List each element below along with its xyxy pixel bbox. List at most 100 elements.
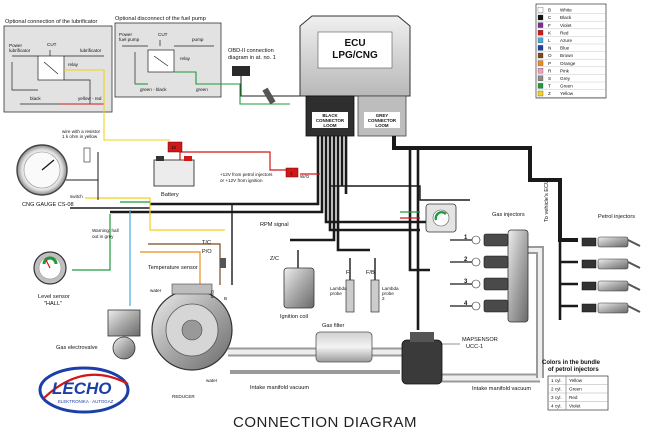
ecu-subtitle: LPG/CNG (332, 50, 378, 61)
color-code-letter: F (548, 23, 551, 28)
ignition-coil-name: Ignition coil (280, 314, 308, 320)
petrol-injector-plug (581, 281, 597, 291)
level-sensor: Level sensor "HALL" Warning: hall out in… (33, 228, 119, 307)
gas-injector (483, 277, 509, 291)
gas-pipe-main (228, 347, 540, 383)
color-code-name: Azure (560, 38, 572, 43)
main-harness (70, 136, 578, 330)
logo-sub: ELEKTRONIKA · AUTOGAZ (58, 399, 114, 404)
petrol-injector (597, 258, 629, 270)
gas-electrovalve-body (107, 309, 141, 337)
lubrificator-relay: relay (68, 62, 79, 67)
lambda-f: F (346, 270, 350, 276)
lecho-logo: LECHO ELEKTRONIKA · AUTOGAZ (38, 366, 130, 414)
color-swatch (537, 75, 544, 81)
vacuum-label-2: Intake manifold vacuum (472, 386, 531, 392)
color-code-letter: Z (548, 91, 551, 96)
bundle-table: Colors in the bundle of petrol injectors… (542, 360, 609, 411)
lambda-probe2-1: Lambda (382, 286, 399, 291)
color-code-letter: S (548, 76, 551, 81)
lambda-fb: F/B (366, 270, 375, 276)
cng-gauge-note-1: wire with a resistor (62, 129, 101, 134)
color-code-letter: C (548, 15, 552, 20)
lubrificator-relay-icon (43, 61, 59, 75)
bundle-cyl: 4 cyl. (551, 404, 562, 409)
bundle-cyl: 2 cyl. (551, 387, 562, 392)
reducer-water-1: water (150, 288, 162, 293)
petrol-side: To vehicle's ECU Petrol injectors (544, 180, 641, 314)
wo-label: W/O (300, 174, 310, 179)
fuel-pump-label: pump (192, 37, 204, 42)
ignition-fuse-label: 1 (290, 171, 293, 176)
cng-gauge-note-2: 1 k ohm in yellow (62, 134, 98, 139)
diagram-title: CONNECTION DIAGRAM (233, 414, 417, 431)
color-code-letter: O (548, 53, 552, 58)
battery-fuse (167, 141, 183, 153)
lambda-probe-2 (370, 279, 380, 313)
rpm-label: RPM signal (260, 222, 289, 228)
bundle-color: Violet (569, 404, 581, 409)
level-sensor-name-1: Level sensor (38, 294, 70, 300)
color-code-letter: R (548, 68, 552, 73)
grey-connector-2: CONNECTOR (368, 118, 397, 123)
black-connector-1: BLACK (322, 113, 338, 118)
reducer: REDUCER water water P/O B (150, 283, 233, 399)
rpm-tc: T/C (202, 240, 211, 246)
ignition-coil-body (283, 267, 315, 309)
ecu-face (317, 31, 393, 69)
logo-word: LECHO (52, 379, 112, 398)
gas-injector-num-1: 1 (464, 235, 468, 241)
bundle-title-1: Colors in the bundle (542, 360, 601, 366)
map-sensor-body (401, 339, 443, 385)
rpm-po: P/O (202, 249, 212, 255)
petrol-injector-plug (581, 259, 597, 269)
color-swatch (537, 22, 544, 28)
color-code-name: Black (560, 15, 572, 20)
mapsensor-line-1: MAPSENSOR (462, 337, 498, 343)
color-code-name: Red (560, 30, 569, 35)
petrol-injector (597, 280, 629, 292)
bundle-title-2: of petrol injectors (548, 367, 599, 373)
battery-name: Battery (161, 192, 179, 198)
fuel-pump-inset: Optional disconnect of the fuel pump Pow… (114, 16, 290, 105)
petrol-injector (597, 302, 629, 314)
colored-wires (72, 151, 420, 306)
lubrificator-label: lubrificator (80, 48, 102, 53)
obd-line-1: OBD-II connection (228, 48, 274, 54)
color-swatch (537, 45, 544, 51)
petrol-injector (597, 236, 629, 248)
gas-injector-num-3: 3 (464, 279, 468, 285)
lubrificator-power-1: Power (9, 43, 22, 48)
bundle-color: Yellow (569, 378, 583, 383)
lambda-probe1-1: Lambda (330, 286, 347, 291)
color-code-name: Brown (560, 53, 573, 58)
gas-injector (483, 255, 509, 269)
ignition-fuse (285, 167, 299, 178)
bundle-cyl: 3 cyl. (551, 395, 562, 400)
gas-injectors-label: Gas injectors (492, 212, 525, 218)
gas-injector-rail (507, 229, 529, 323)
bundle-color: Red (569, 395, 578, 400)
petrol-injector-plug (581, 237, 597, 247)
gas-electrovalve: Gas electrovalve (56, 309, 141, 360)
battery-group: Battery 15 1 +12V from petrol injectors … (153, 141, 310, 198)
lubrificator-inset: Optional connection of the lubrificator … (3, 19, 170, 141)
ecu-title: ECU (344, 38, 365, 49)
color-swatch (537, 7, 544, 13)
lubrificator-heading: Optional connection of the lubrificator (5, 19, 97, 25)
vacuum-label-1: Intake manifold vacuum (250, 385, 309, 391)
fuel-pump-green: green (196, 87, 208, 92)
fuel-pump-relay: relay (180, 56, 191, 61)
color-code-name: Yellow (560, 91, 574, 96)
gas-filter-label: Gas filter (322, 323, 345, 329)
lubrificator-black: black (30, 96, 41, 101)
power-note-2: or +12V from ignition (220, 178, 263, 183)
black-connector-3: LOOM (323, 123, 337, 128)
lambda-probe2-2: probe (382, 291, 394, 296)
map-sensor: MAPSENSOR UCC-1 (401, 332, 498, 385)
cng-gauge: CNG GAUGE CS-08 wire with a resistor 1 k… (16, 129, 101, 208)
color-swatch (537, 90, 544, 97)
fuel-pump-heading: Optional disconnect of the fuel pump (115, 16, 206, 22)
temp-sensor-label: Temperature sensor (148, 265, 198, 271)
lubrificator-power-2: lubrificator (9, 48, 31, 53)
